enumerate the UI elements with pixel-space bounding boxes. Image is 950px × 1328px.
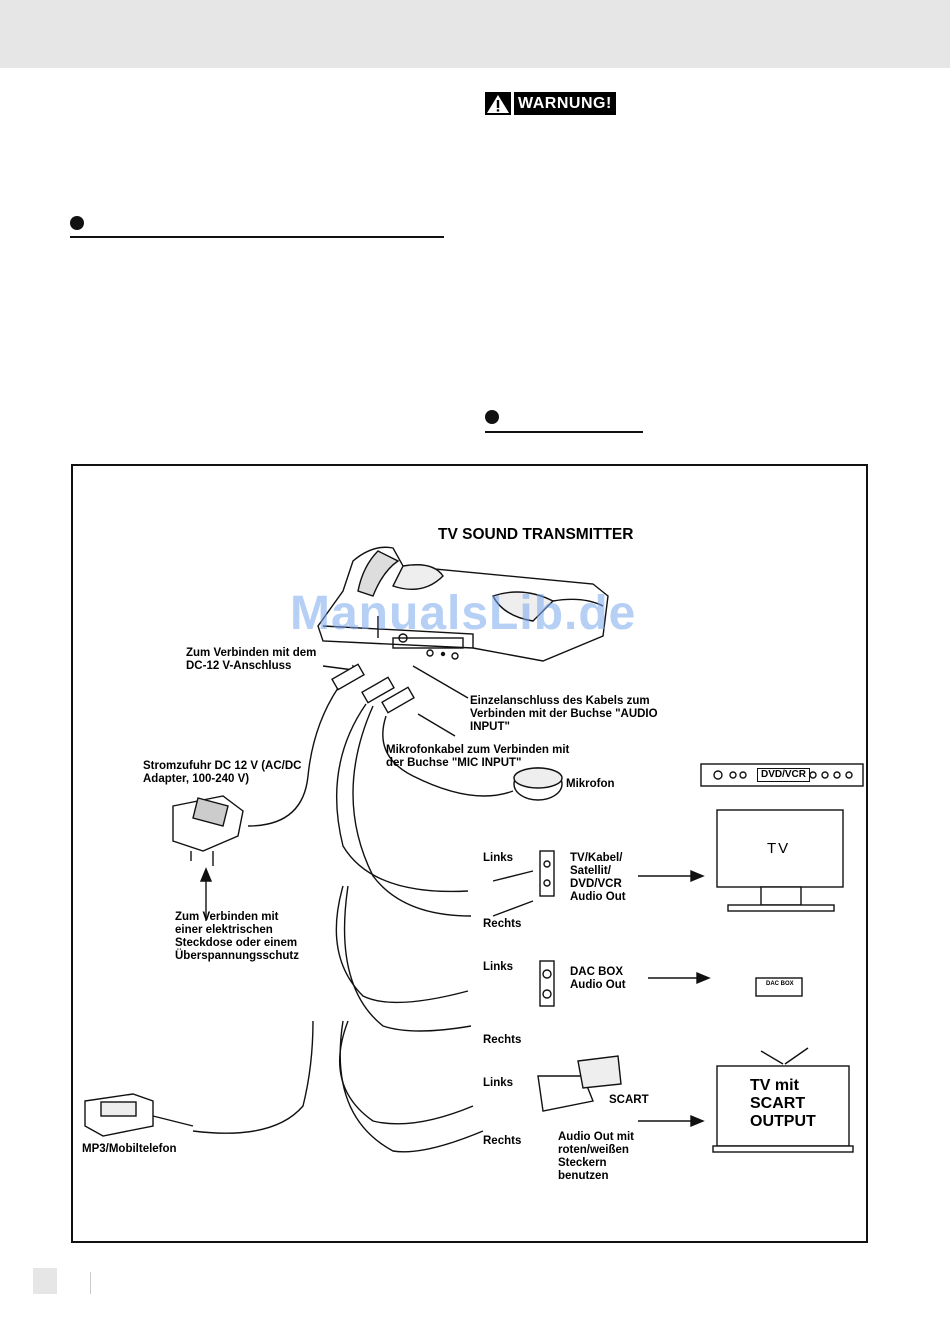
label-mikrofon: Mikrofon <box>566 778 615 790</box>
footer-divider <box>90 1272 91 1294</box>
label-socket-connect: Zum Verbinden mit einer elektrischen Ste… <box>175 911 299 962</box>
header-band <box>0 0 950 68</box>
label-rechts-3: Rechts <box>483 1135 522 1147</box>
page-number-box <box>33 1268 57 1294</box>
section-bullet <box>485 410 499 424</box>
label-rechts-1: Rechts <box>483 918 522 930</box>
watermark-text: ManualsLib.de <box>290 587 637 640</box>
label-mp3: MP3/Mobiltelefon <box>82 1143 177 1155</box>
diagram-drawing <box>84 546 864 1153</box>
label-scart: SCART <box>609 1094 649 1106</box>
diagram-title: TV SOUND TRANSMITTER <box>438 526 634 543</box>
scart-tv-label: TV mit SCART OUTPUT <box>750 1077 816 1130</box>
label-dc-connect: Zum Verbinden mit dem DC-12 V-Anschluss <box>186 647 317 672</box>
label-dac-box-out: DAC BOX Audio Out <box>570 966 626 991</box>
warning-triangle-icon <box>485 92 511 115</box>
label-rechts-2: Rechts <box>483 1034 522 1046</box>
label-tv-sources: TV/Kabel/ Satellit/ DVD/VCR Audio Out <box>570 852 626 903</box>
dac-box-label: DAC BOX <box>766 981 794 987</box>
label-audio-out-rw: Audio Out mit roten/weißen Steckern benu… <box>558 1131 635 1182</box>
label-links-1: Links <box>483 852 514 864</box>
connection-diagram: TV SOUND TRANSMITTER Zum Verbinden mit d… <box>71 464 868 1243</box>
dvd-vcr-label: DVD/VCR <box>757 768 811 782</box>
warning-heading: WARNUNG! <box>485 92 616 115</box>
section-underline <box>485 431 643 433</box>
tv-label: TV <box>767 840 791 857</box>
section-bullet <box>70 216 84 230</box>
label-single-port: Einzelanschluss des Kabels zum Verbinden… <box>470 695 658 733</box>
warning-label: WARNUNG! <box>514 92 616 115</box>
label-power-supply: Stromzufuhr DC 12 V (AC/DC Adapter, 100-… <box>143 760 302 785</box>
section-underline <box>70 236 444 238</box>
label-mic-cable: Mikrofonkabel zum Verbinden mit der Buch… <box>386 744 570 769</box>
label-links-3: Links <box>483 1077 514 1089</box>
label-links-2: Links <box>483 961 514 973</box>
